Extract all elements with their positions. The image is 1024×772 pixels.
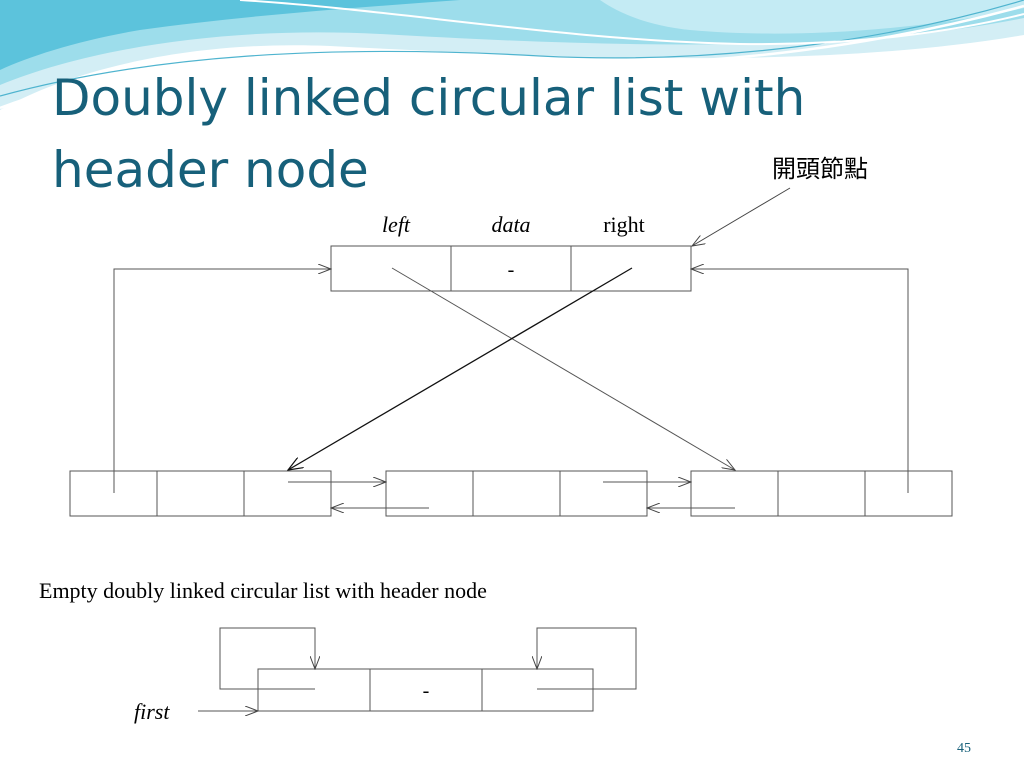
empty-list-caption: Empty doubly linked circular list with h… — [39, 578, 487, 603]
last-to-header-left-link — [113, 269, 331, 493]
header-right-to-first-link — [288, 267, 633, 470]
list-node-box — [385, 470, 648, 517]
slide-title: Doubly linked circular list with header … — [52, 62, 805, 206]
header-left-to-last-link — [391, 267, 735, 470]
list-node-3 — [690, 470, 953, 517]
slide-title-line-2: header node — [52, 141, 369, 199]
slide-title-line-1: Doubly linked circular list with — [52, 69, 806, 127]
field-label-data: data — [491, 212, 530, 237]
pointer-links — [113, 267, 909, 508]
field-label-left: left — [382, 212, 411, 237]
first-pointer-label: first — [134, 699, 170, 724]
list-node-1 — [69, 470, 332, 517]
list-node-box — [69, 470, 332, 517]
empty-header-data-value: - — [423, 680, 430, 702]
header-node-data-value: - — [508, 259, 515, 281]
header-node: - — [330, 245, 692, 292]
page-number: 45 — [957, 741, 971, 756]
list-node-2 — [385, 470, 648, 517]
empty-header-node-box — [257, 668, 594, 712]
field-label-right: right — [603, 212, 645, 237]
header-node-callout: 開頭節點 — [772, 156, 868, 183]
header-wave-decoration — [0, 0, 1024, 110]
empty-header-node: - — [257, 668, 594, 712]
empty-right-self-link — [537, 627, 637, 690]
callout-pointer-arrow — [692, 187, 791, 246]
empty-left-self-link — [219, 627, 315, 690]
list-node-box — [690, 470, 953, 517]
first-to-header-right-link — [691, 269, 909, 493]
